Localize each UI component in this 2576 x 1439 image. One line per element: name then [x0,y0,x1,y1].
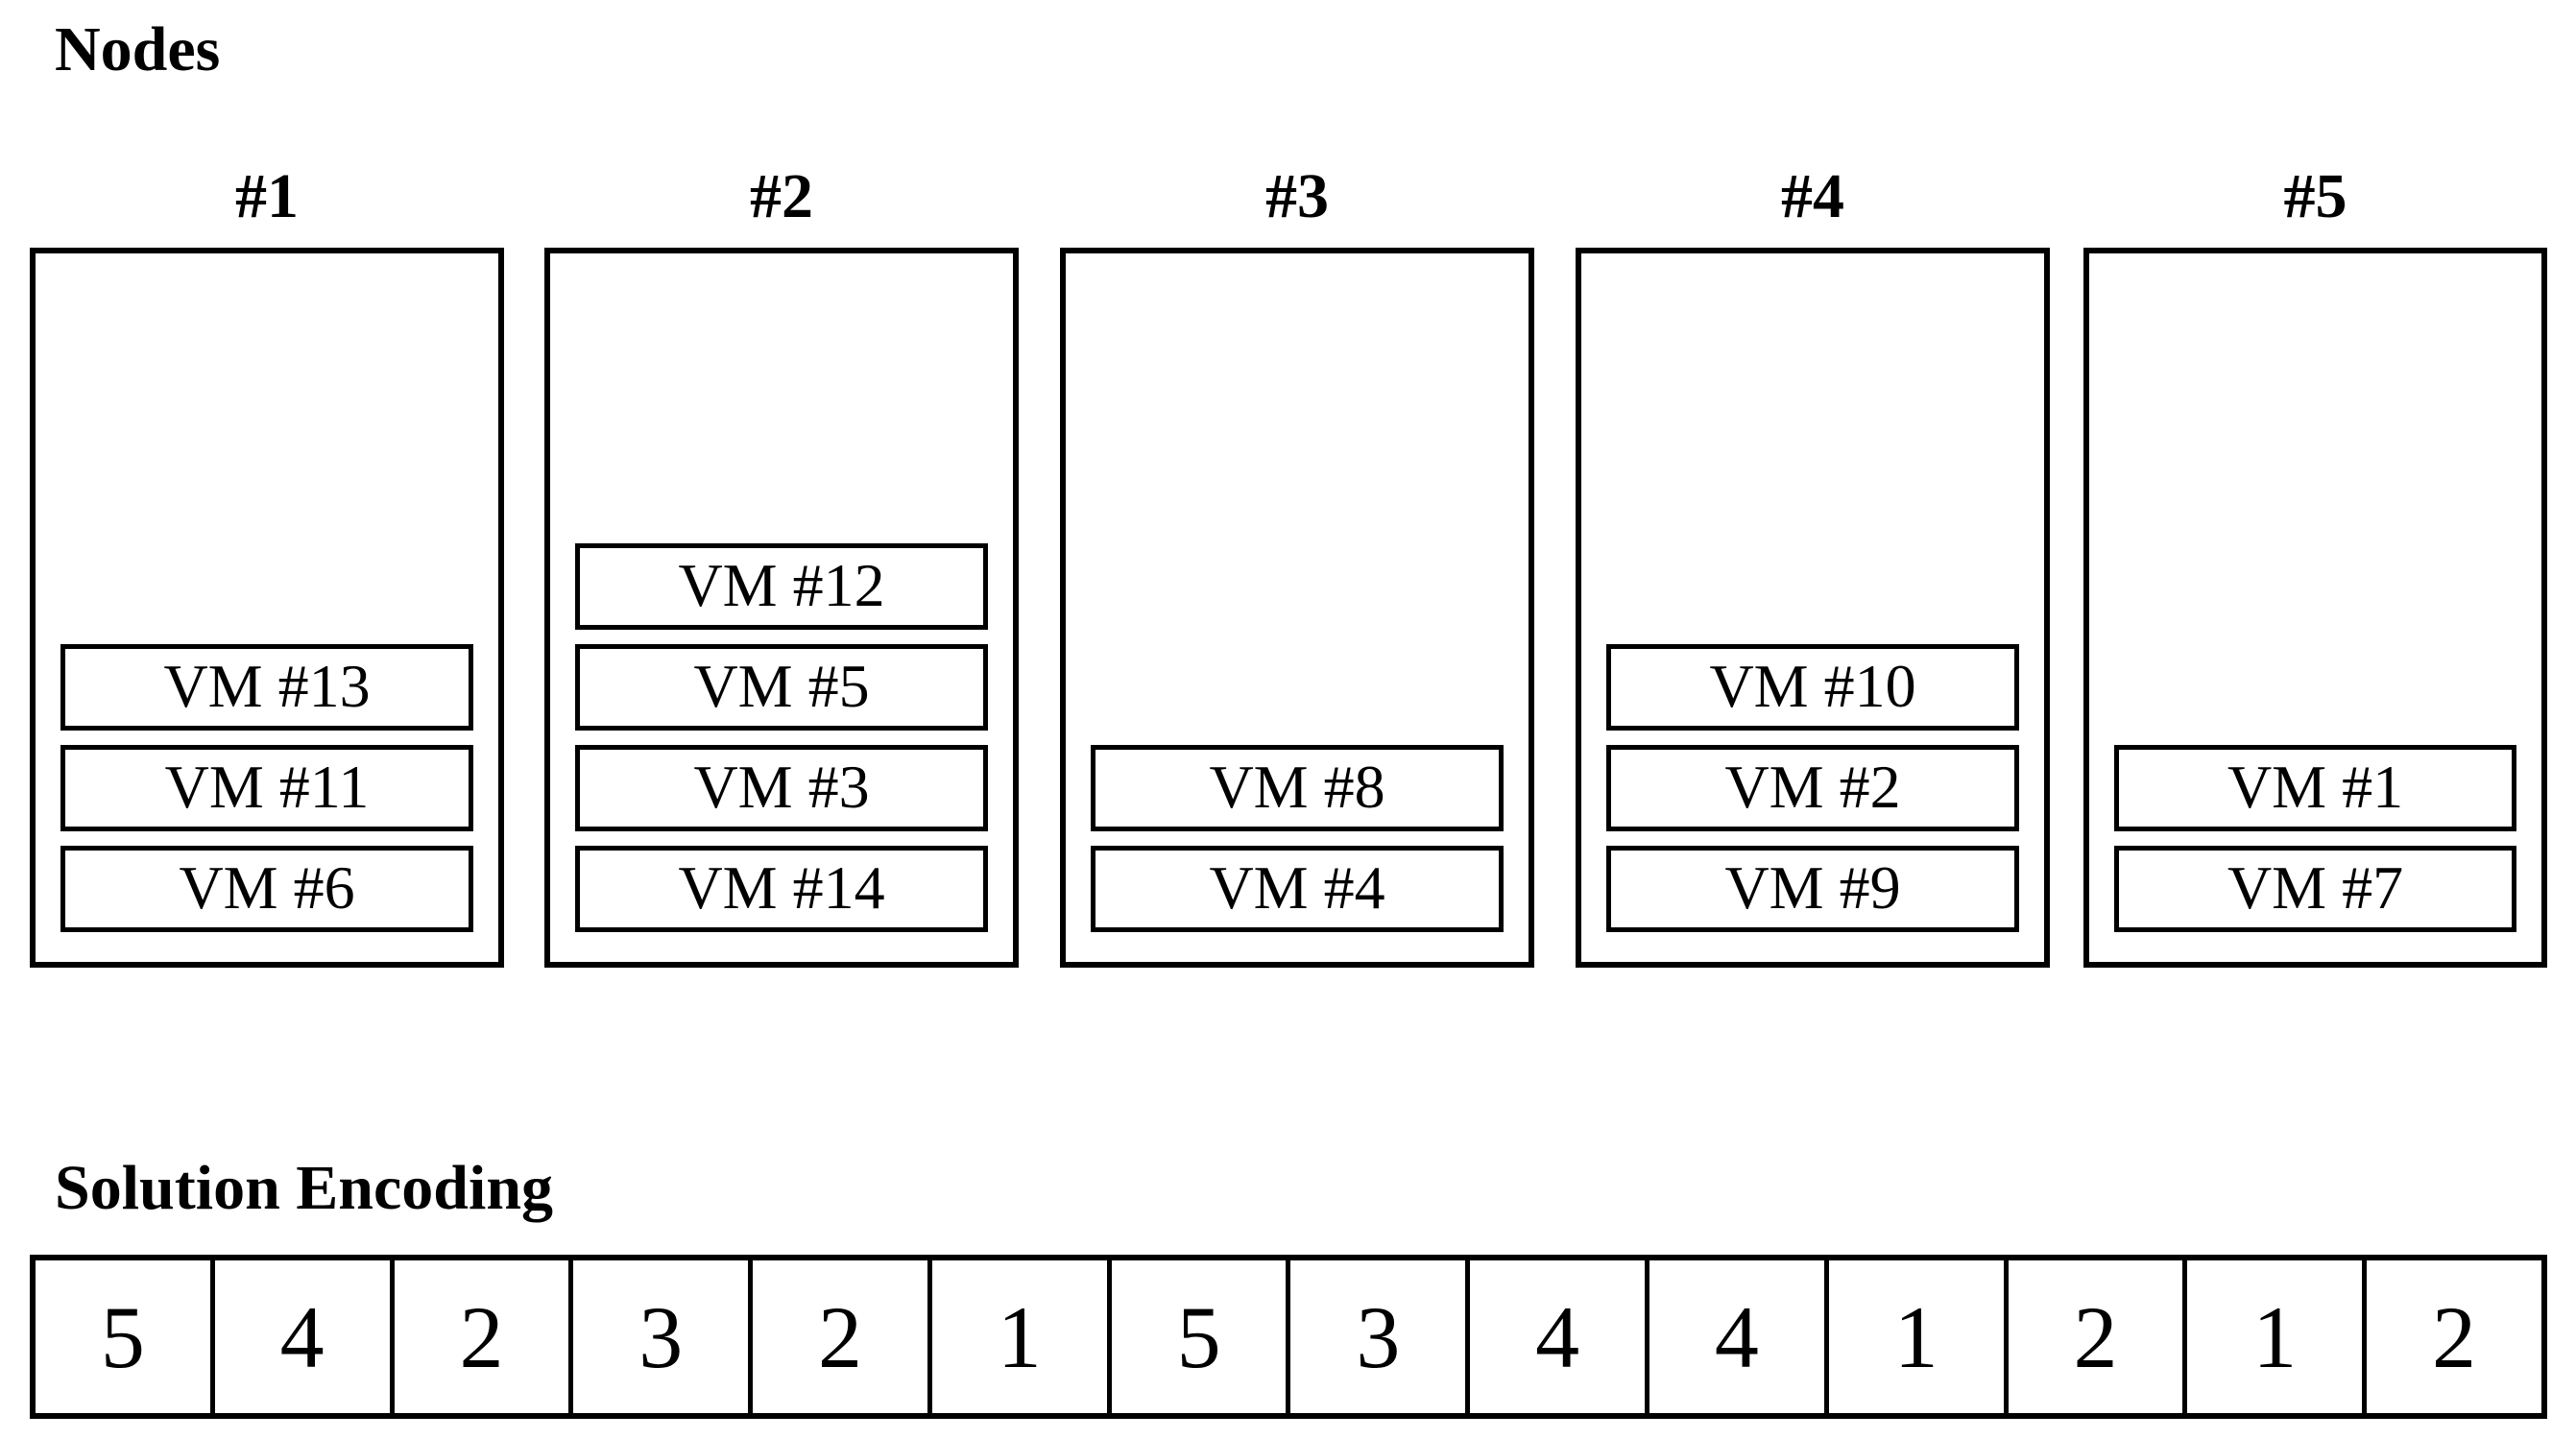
encoding-cell: 2 [389,1260,569,1413]
vm-box: VM #12 [575,543,988,630]
node-header: #5 [2283,161,2347,231]
encoding-cell: 2 [748,1260,927,1413]
vm-box: VM #4 [1091,846,1504,932]
node-box: VM #13 VM #11 VM #6 [30,248,504,968]
vm-box: VM #13 [60,644,473,731]
node-column-3: #3 VM #8 VM #4 [1060,158,1534,968]
encoding-cell: 4 [209,1260,390,1413]
encoding-cell: 5 [100,1287,145,1386]
encoding-cell: 4 [1645,1260,1824,1413]
encoding-cell: 3 [568,1260,748,1413]
node-box: VM #12 VM #5 VM #3 VM #14 [544,248,1019,968]
node-header: #2 [750,161,813,231]
encoding-cell: 1 [2182,1260,2362,1413]
encoding-section-title: Solution Encoding [55,1153,554,1223]
node-box: VM #8 VM #4 [1060,248,1534,968]
node-box: VM #10 VM #2 VM #9 [1576,248,2050,968]
node-column-2: #2 VM #12 VM #5 VM #3 VM #14 [544,158,1019,968]
node-box: VM #1 VM #7 [2083,248,2547,968]
vm-box: VM #2 [1606,745,2019,831]
node-header: #1 [235,161,299,231]
nodes-section-title: Nodes [55,14,221,84]
encoding-cell: 5 [1106,1260,1287,1413]
encoding-cell: 2 [2003,1260,2183,1413]
vm-box: VM #8 [1091,745,1504,831]
encoding-cell: 3 [1286,1260,1465,1413]
encoding-cell: 4 [1465,1260,1645,1413]
vm-box: VM #9 [1606,846,2019,932]
node-header: #4 [1781,161,1844,231]
node-column-5: #5 VM #1 VM #7 [2083,158,2547,968]
encoding-cell: 1 [927,1260,1107,1413]
encoding-cell: 2 [2362,1260,2541,1413]
vm-box: VM #6 [60,846,473,932]
vm-box: VM #14 [575,846,988,932]
node-header: #3 [1265,161,1329,231]
vm-box: VM #3 [575,745,988,831]
vm-box: VM #1 [2114,745,2516,831]
vm-box: VM #7 [2114,846,2516,932]
vm-box: VM #5 [575,644,988,731]
node-column-1: #1 VM #13 VM #11 VM #6 [30,158,504,968]
node-column-4: #4 VM #10 VM #2 VM #9 [1576,158,2050,968]
vm-box: VM #10 [1606,644,2019,731]
vm-box: VM #11 [60,745,473,831]
encoding-cell: 1 [1823,1260,2004,1413]
